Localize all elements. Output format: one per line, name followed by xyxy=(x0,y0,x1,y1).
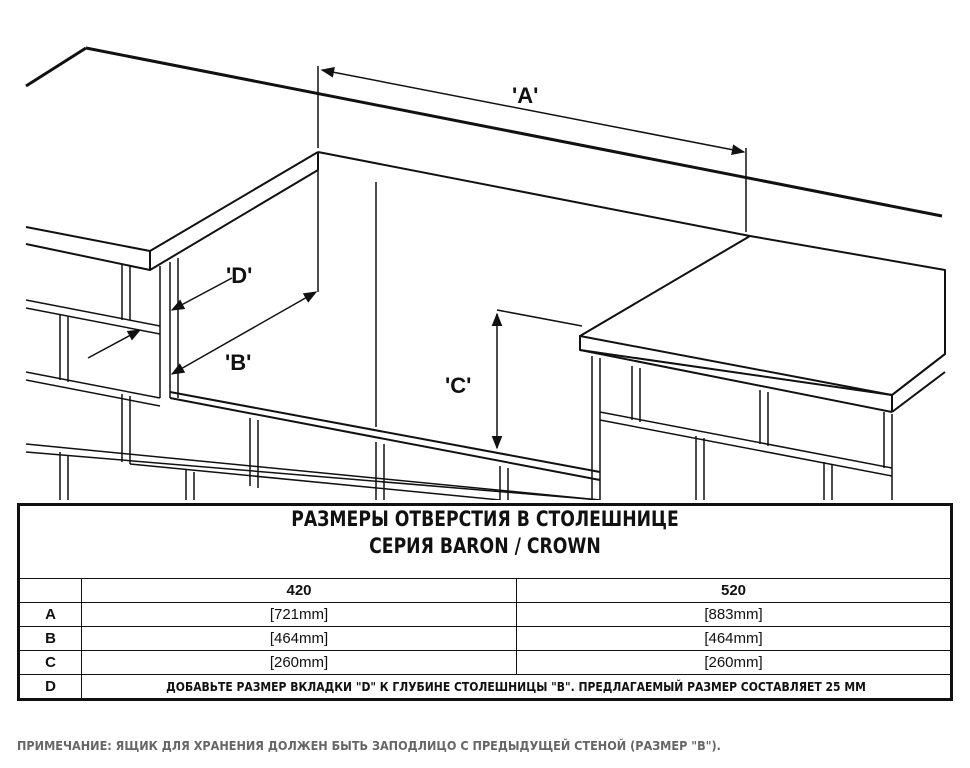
table-title-line1: РАЗМЕРЫ ОТВЕРСТИЯ В СТОЛЕШНИЦЕ xyxy=(291,507,679,531)
table-row-d: D ДОБАВЬТЕ РАЗМЕР ВКЛАДКИ "D" К ГЛУБИНЕ … xyxy=(18,674,952,700)
counter-outline xyxy=(25,46,946,481)
opening-size-table: РАЗМЕРЫ ОТВЕРСТИЯ В СТОЛЕШНИЦЕ СЕРИЯ BAR… xyxy=(17,503,953,701)
value-cell: [260mm] xyxy=(516,650,952,675)
dimension-b xyxy=(170,291,318,375)
dimension-c-label: 'C' xyxy=(445,373,471,398)
brick-wall xyxy=(25,299,893,500)
table-row: B [464mm] [464mm] xyxy=(18,626,952,651)
value-cell: [464mm] xyxy=(81,626,517,651)
dimension-d-label: 'D' xyxy=(226,263,252,288)
footnote: ПРИМЕЧАНИЕ: ЯЩИК ДЛЯ ХРАНЕНИЯ ДОЛЖЕН БЫТ… xyxy=(17,738,721,753)
header-empty-cell xyxy=(18,578,82,603)
row-label: B xyxy=(18,626,82,651)
table-header-row: 420 520 xyxy=(18,578,952,603)
value-cell: [260mm] xyxy=(81,650,517,675)
value-cell: [883mm] xyxy=(516,602,952,627)
table-title-row: РАЗМЕРЫ ОТВЕРСТИЯ В СТОЛЕШНИЦЕ СЕРИЯ BAR… xyxy=(18,504,952,579)
dimension-b-label: 'B' xyxy=(225,350,251,375)
column-header-420: 420 xyxy=(81,578,517,603)
row-d-note: ДОБАВЬТЕ РАЗМЕР ВКЛАДКИ "D" К ГЛУБИНЕ СТ… xyxy=(81,674,952,700)
table-title: РАЗМЕРЫ ОТВЕРСТИЯ В СТОЛЕШНИЦЕ СЕРИЯ BAR… xyxy=(104,506,867,578)
column-header-520: 520 xyxy=(516,578,952,603)
table-title-cell: РАЗМЕРЫ ОТВЕРСТИЯ В СТОЛЕШНИЦЕ СЕРИЯ BAR… xyxy=(18,504,952,579)
value-cell: [721mm] xyxy=(81,602,517,627)
countertop-opening-drawing: 'A' 'B' 'D' 'C' xyxy=(25,46,946,500)
row-label: A xyxy=(18,602,82,627)
row-label: C xyxy=(18,650,82,675)
dimension-a xyxy=(317,66,747,232)
value-cell: [464mm] xyxy=(516,626,952,651)
dimension-a-label: 'A' xyxy=(512,83,538,108)
table-row: C [260mm] [260mm] xyxy=(18,650,952,675)
table-row: A [721mm] [883mm] xyxy=(18,602,952,627)
dimension-d xyxy=(87,277,233,359)
table-title-line2: СЕРИЯ BARON / CROWN xyxy=(369,534,601,558)
row-label: D xyxy=(18,674,82,700)
